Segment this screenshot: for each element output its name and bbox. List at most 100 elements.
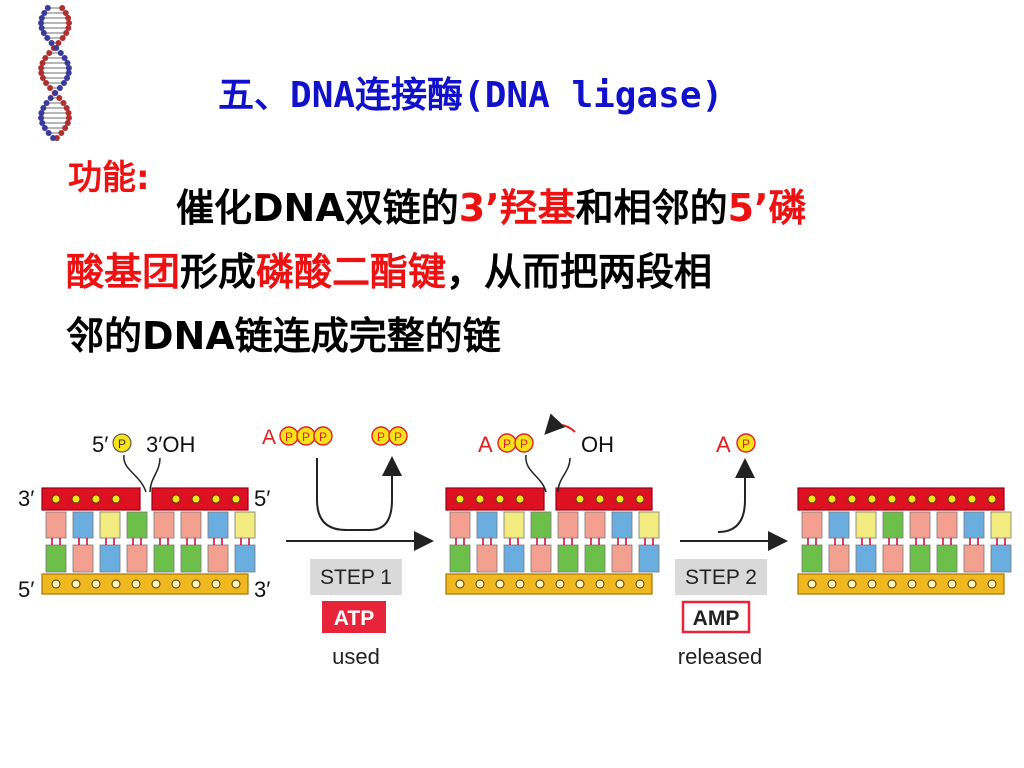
page-title: 五、DNA连接酶(DNA ligase) [218, 75, 724, 116]
phosphate-dot [867, 579, 877, 589]
base-bottom [476, 544, 498, 573]
helix-atom [38, 70, 45, 76]
phosphate-dot [847, 494, 857, 504]
helix-atom [65, 115, 72, 121]
step1-atp-a: A [262, 426, 276, 449]
phosphate-dot [455, 494, 465, 504]
base-top [503, 511, 525, 539]
phosphate-dot [151, 579, 161, 589]
base-top [828, 511, 850, 539]
base-top [882, 511, 904, 539]
phosphate-dot [211, 494, 221, 504]
dna-adenylated-duplex [445, 487, 660, 595]
helix-atom [41, 125, 48, 131]
helix-atom [65, 70, 72, 76]
helix-atom [56, 95, 63, 101]
base-top [153, 511, 175, 539]
phosphate-dot [947, 494, 957, 504]
helix-atom [46, 50, 53, 56]
base-top [855, 511, 877, 539]
phosphate-dot [231, 494, 241, 504]
helix-atom [65, 15, 72, 21]
phosphate-dot [535, 579, 545, 589]
base-bottom [72, 544, 94, 573]
helix-atom [39, 75, 46, 81]
base-bottom [530, 544, 552, 573]
helix-atom [62, 125, 69, 131]
phosphate-dot [475, 494, 485, 504]
phosphate-dot [575, 579, 585, 589]
helix-atom [40, 30, 47, 36]
phosphate-dot [635, 579, 645, 589]
phosphate-dot [967, 579, 977, 589]
phosphate-icon [313, 426, 333, 446]
end-label-5-top: 5′ [254, 486, 270, 511]
helix-atom [47, 95, 54, 101]
base-bottom [153, 544, 175, 573]
phosphate-dot [907, 494, 917, 504]
phosphate-dot [231, 579, 241, 589]
end-label-3-bottom: 3′ [254, 577, 270, 602]
backbone-bottom [41, 573, 249, 595]
helix-atom [62, 10, 69, 16]
base-bottom [99, 544, 121, 573]
base-bottom [963, 544, 985, 573]
phosphate-dot [887, 579, 897, 589]
function-label: 功能: [68, 158, 150, 198]
phosphate-icon: P [112, 433, 132, 453]
phosphate-dot [987, 579, 997, 589]
base-bottom [503, 544, 525, 573]
base-top [801, 511, 823, 539]
phosphate-dot [555, 579, 565, 589]
base-bottom [801, 544, 823, 573]
helix-atom [44, 5, 51, 11]
base-top [207, 511, 229, 539]
phosphate-dot [987, 494, 997, 504]
phosphate-dot [495, 579, 505, 589]
phosphate-dot [827, 579, 837, 589]
phosphate-dot [575, 494, 585, 504]
base-top [476, 511, 498, 539]
helix-atom [53, 45, 60, 51]
phosphate-dot [515, 579, 525, 589]
base-top [936, 511, 958, 539]
phosphate-dot [927, 494, 937, 504]
helix-atom [38, 115, 45, 121]
base-top [530, 511, 552, 539]
phosphate-dot [495, 494, 505, 504]
phosphate-dot [91, 494, 101, 504]
helix-atom [65, 25, 72, 31]
helix-atom [58, 130, 65, 136]
step2-caption: released [678, 644, 762, 669]
dna-sealed-duplex [797, 487, 1012, 595]
helix-atom [48, 40, 55, 46]
base-bottom [990, 544, 1012, 573]
helix-atom [60, 100, 67, 106]
phosphate-dot [635, 494, 645, 504]
step2-amp-a: A [716, 432, 731, 457]
helix-atom [56, 85, 63, 91]
helix-atom [38, 65, 45, 71]
helix-atom [40, 105, 47, 111]
helix-atom [55, 40, 62, 46]
base-top [611, 511, 633, 539]
dna-nicked-duplex [41, 487, 256, 595]
base-top [963, 511, 985, 539]
helix-atom [64, 75, 71, 81]
base-top [990, 511, 1012, 539]
phosphate-dot [887, 494, 897, 504]
helix-atom [45, 130, 52, 136]
phosphate-dot [455, 579, 465, 589]
base-top [45, 511, 67, 539]
base-bottom [611, 544, 633, 573]
phosphate-dot [515, 494, 525, 504]
backbone-top [445, 487, 545, 511]
helix-atom [39, 60, 46, 66]
backbone-top [797, 487, 1005, 511]
helix-atom [43, 80, 50, 86]
phosphate-dot [807, 494, 817, 504]
phosphate-dot [51, 579, 61, 589]
